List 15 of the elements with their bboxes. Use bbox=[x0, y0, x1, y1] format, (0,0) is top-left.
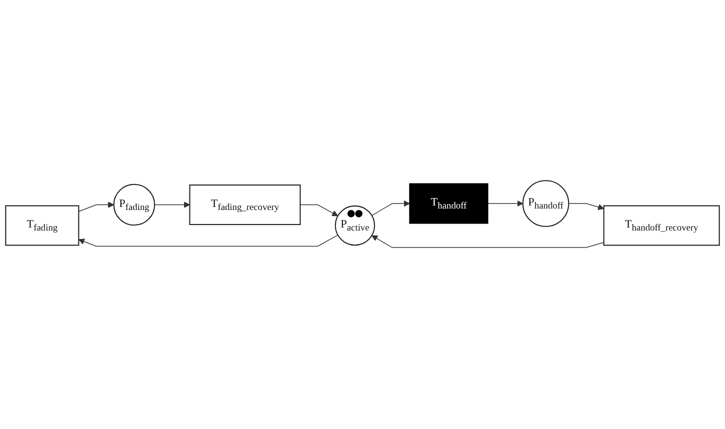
node-circle: P$_{active}$ bbox=[334, 206, 376, 246]
arrow bbox=[487, 200, 524, 208]
node-box: T$_{handoff}$ bbox=[409, 184, 488, 224]
arrow bbox=[300, 204, 338, 217]
arrow bbox=[78, 202, 114, 212]
arrow bbox=[568, 204, 604, 210]
arrow bbox=[372, 236, 604, 248]
node-circle: P$_{handoff}$ bbox=[522, 180, 570, 228]
node-circle: P$_{fading}$ bbox=[113, 184, 156, 226]
node-box: T$_{fading_recovery}$ bbox=[189, 184, 301, 226]
arrow bbox=[78, 235, 338, 248]
node-box: T$_{handoff_recovery}$ bbox=[603, 206, 720, 246]
arrow bbox=[154, 202, 190, 208]
node-box: T$_{fading}$ bbox=[5, 206, 80, 246]
arrow bbox=[371, 200, 410, 216]
